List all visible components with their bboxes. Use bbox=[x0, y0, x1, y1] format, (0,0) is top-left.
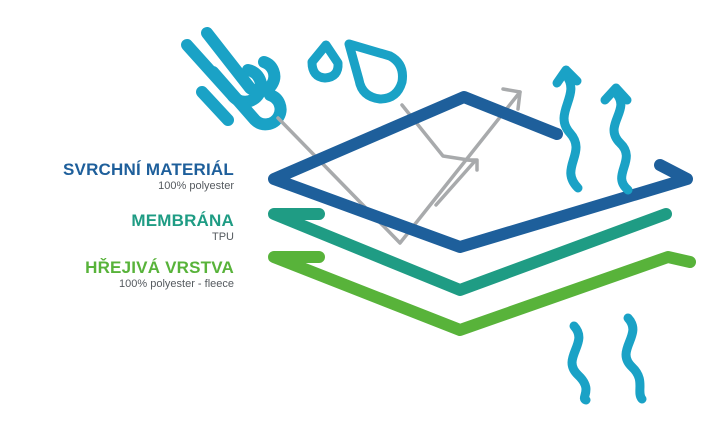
layer-label-membrane: MEMBRÁNA TPU bbox=[131, 211, 234, 244]
wave-low-right bbox=[621, 313, 647, 404]
fleece-layer-outline bbox=[268, 251, 696, 336]
drop-large bbox=[344, 39, 407, 104]
wave-up-left-head bbox=[552, 65, 582, 88]
outer-layer-outline bbox=[268, 91, 693, 253]
wind-stroke bbox=[201, 27, 281, 98]
layer-title-fleece: HŘEJIVÁ VRSTVA bbox=[85, 258, 234, 277]
wind-icon bbox=[181, 27, 287, 131]
membrane-layer-outline bbox=[268, 208, 672, 296]
wave-up-right bbox=[609, 88, 633, 195]
layer-title-membrane: MEMBRÁNA bbox=[131, 211, 234, 230]
wave-low-left bbox=[567, 321, 591, 405]
layer-label-fleece: HŘEJIVÁ VRSTVA 100% polyester - fleece bbox=[85, 258, 234, 291]
arrow-head-inner bbox=[465, 158, 479, 172]
layer-label-outer: SVRCHNÍ MATERIÁL 100% polyester bbox=[63, 160, 234, 193]
layer-title-outer: SVRCHNÍ MATERIÁL bbox=[63, 160, 234, 179]
heat-wave-icon bbox=[552, 65, 647, 405]
arrow-head-outer bbox=[501, 87, 522, 111]
water-drops-icon bbox=[307, 39, 407, 104]
layer-subtitle-outer: 100% polyester bbox=[158, 180, 234, 192]
layer-subtitle-membrane: TPU bbox=[212, 231, 234, 243]
layer-subtitle-fleece: 100% polyester - fleece bbox=[119, 278, 234, 290]
arrow-path-inner bbox=[400, 103, 477, 207]
wave-up-left bbox=[559, 70, 583, 193]
wave-up-right-head bbox=[600, 83, 632, 105]
drop-small bbox=[307, 40, 343, 83]
wind-stroke bbox=[196, 86, 234, 126]
